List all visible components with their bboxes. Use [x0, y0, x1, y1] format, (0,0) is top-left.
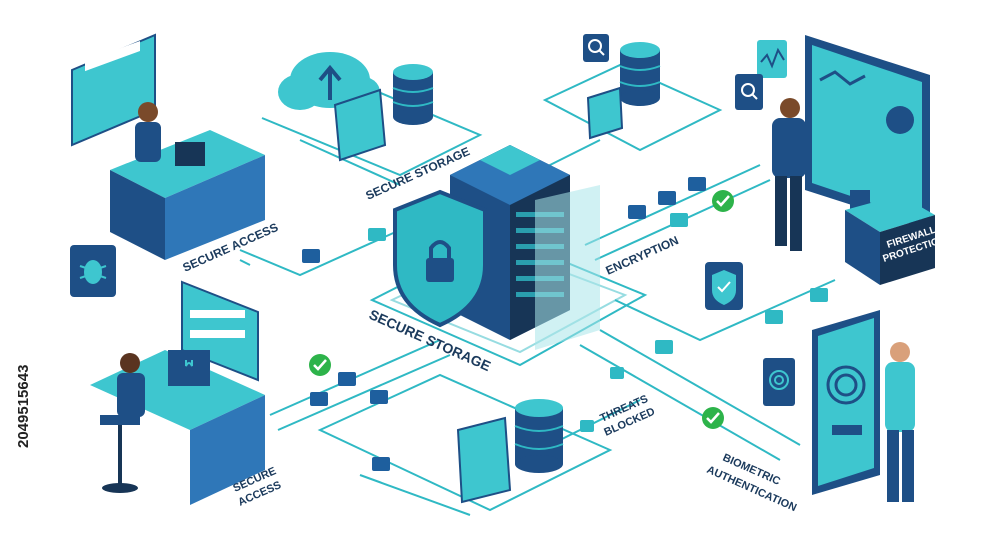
phone-biometric [812, 310, 880, 495]
folder-icon [456, 416, 512, 504]
folder-icon [586, 86, 624, 140]
person-standing-right [772, 98, 806, 251]
check-icon [309, 354, 331, 376]
data-packets [302, 177, 828, 471]
database-icon [514, 399, 564, 473]
shield-check-icon [705, 262, 743, 310]
search-icon [583, 34, 609, 62]
login-window [71, 33, 156, 147]
dashboard-monitor [805, 35, 930, 230]
firewall-box: FIREWALL PROTECTION [845, 195, 947, 285]
database-icon [619, 42, 661, 106]
person-biometric [885, 342, 915, 502]
shield-lock-icon [393, 189, 487, 328]
check-icon [702, 407, 724, 429]
label-encryption: ENCRYPTION [604, 233, 681, 278]
check-icon [712, 190, 734, 212]
search-icon [735, 74, 763, 110]
translucent-panel [535, 185, 600, 350]
folder-icon [333, 88, 387, 162]
desk-user-top [110, 102, 265, 260]
stock-id-watermark: 2049515643 [15, 365, 32, 448]
database-icon [392, 64, 434, 125]
bug-icon [70, 245, 116, 297]
fingerprint-icon [763, 358, 795, 406]
chart-icon [757, 40, 787, 78]
desk-user-bottom [90, 350, 265, 505]
